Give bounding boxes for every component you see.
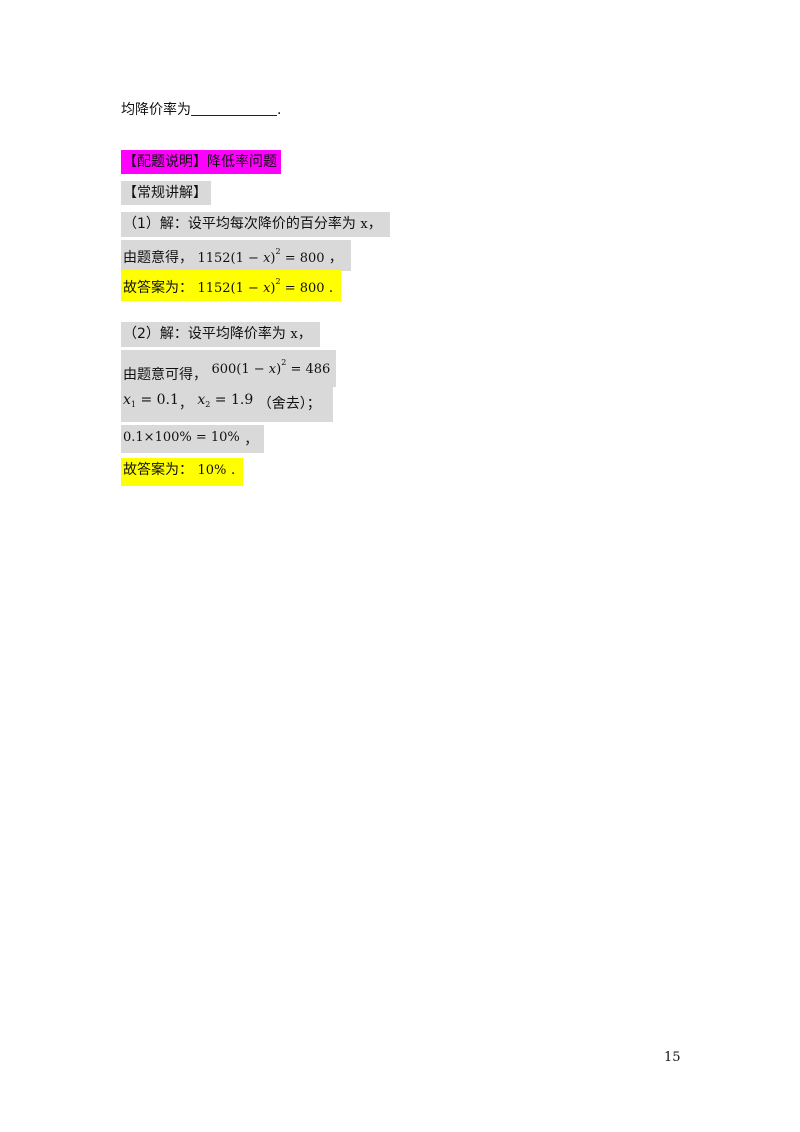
part2-sol-note: （舍去）；	[257, 396, 321, 412]
topic-tag: 【配题说明】降低率问题	[121, 150, 281, 174]
part2-percent-end: ，	[244, 432, 259, 448]
part1-intro: （1）解：设平均每次降价的百分率为 x，	[121, 212, 390, 237]
part2-intro-text: （2）解：设平均降价率为	[123, 326, 286, 342]
part2-answer-label: 故答案为：	[123, 462, 193, 478]
part1-ans-inner: 1 −	[235, 281, 264, 296]
part1-answer-end: .	[328, 280, 334, 296]
question-tail-end: .	[277, 102, 282, 118]
part2-equation: 600(1 − x)2 = 486	[211, 358, 331, 377]
part1-answer-line: 故答案为： 1152(1 − x)2 = 800 .	[121, 270, 342, 301]
part1-ans-coef: 1152	[197, 281, 231, 296]
part2-solution-x1: x1 = 0.1	[123, 392, 179, 409]
part1-equation: 1152(1 − x)2 = 800	[197, 247, 325, 266]
part1-answer-label: 故答案为：	[123, 280, 193, 296]
part2-equation-line: 由题意可得， 600(1 − x)2 = 486	[121, 350, 337, 387]
part2-x1-val: = 0.1	[136, 392, 179, 408]
part2-intro: （2）解：设平均降价率为 x，	[121, 322, 320, 347]
part1-comma: ，	[367, 216, 382, 232]
part2-solutions-line: x1 = 0.1， x2 = 1.9 （舍去）；	[121, 387, 333, 422]
part1-equation-line: 由题意得， 1152(1 − x)2 = 800 ，	[121, 240, 351, 271]
part2-percent-line: 0.1×100% = 10% ，	[121, 425, 265, 453]
topic-tag-label: 【配题说明】降低率问题	[121, 150, 281, 174]
part1-eq-inner: 1 −	[235, 251, 264, 266]
part2-comma: ，	[297, 326, 312, 342]
explain-title: 【常规讲解】	[121, 181, 211, 205]
part1-ans-rhs: = 800	[280, 281, 325, 296]
part2-x2-var: x	[197, 392, 206, 408]
part2-x1-sub: 1	[130, 400, 136, 409]
part1-eq-exp: 2	[275, 247, 281, 256]
part1-ans-x: x	[263, 281, 271, 296]
part1-var: x	[360, 217, 368, 232]
part2-eq-rhs: = 486	[286, 362, 331, 377]
part1-eq-rhs: = 800	[280, 251, 325, 266]
part1-eq-coef: 1152	[197, 251, 231, 266]
part1-eq-intro: 由题意得，	[123, 250, 193, 266]
part2-x2-val: = 1.9	[210, 392, 254, 408]
part2-var: x	[290, 327, 298, 342]
page-number: 15	[664, 1050, 681, 1065]
part2-sol-sep: ，	[178, 396, 193, 412]
question-tail: 均降价率为.	[121, 101, 281, 119]
part2-solution-x2: x2 = 1.9	[197, 392, 254, 409]
part2-eq-inner: 1 −	[241, 362, 269, 377]
part1-ans-exp: 2	[275, 277, 281, 286]
part2-percent-eq: 0.1×100% = 10%	[123, 430, 240, 445]
explain-title-label: 【常规讲解】	[121, 181, 211, 205]
part2-eq-coef: 600	[211, 362, 237, 377]
part2-eq-intro: 由题意可得，	[123, 367, 207, 383]
part2-answer-value: 10%	[197, 463, 227, 478]
part1-intro-text: （1）解：设平均每次降价的百分率为	[123, 216, 356, 232]
part2-answer-end: .	[230, 462, 236, 478]
part1-eq-end: ，	[328, 250, 343, 266]
part1-answer-equation: 1152(1 − x)2 = 800	[197, 277, 325, 296]
part2-eq-x: x	[268, 362, 277, 377]
question-tail-text: 均降价率为	[121, 102, 191, 118]
part2-eq-exp: 2	[281, 358, 287, 367]
part2-x1-var: x	[123, 392, 131, 408]
part2-x2-sub: 2	[205, 400, 211, 409]
part1-eq-x: x	[263, 251, 271, 266]
part2-answer-line: 故答案为： 10% .	[121, 458, 244, 486]
answer-blank	[191, 101, 277, 116]
